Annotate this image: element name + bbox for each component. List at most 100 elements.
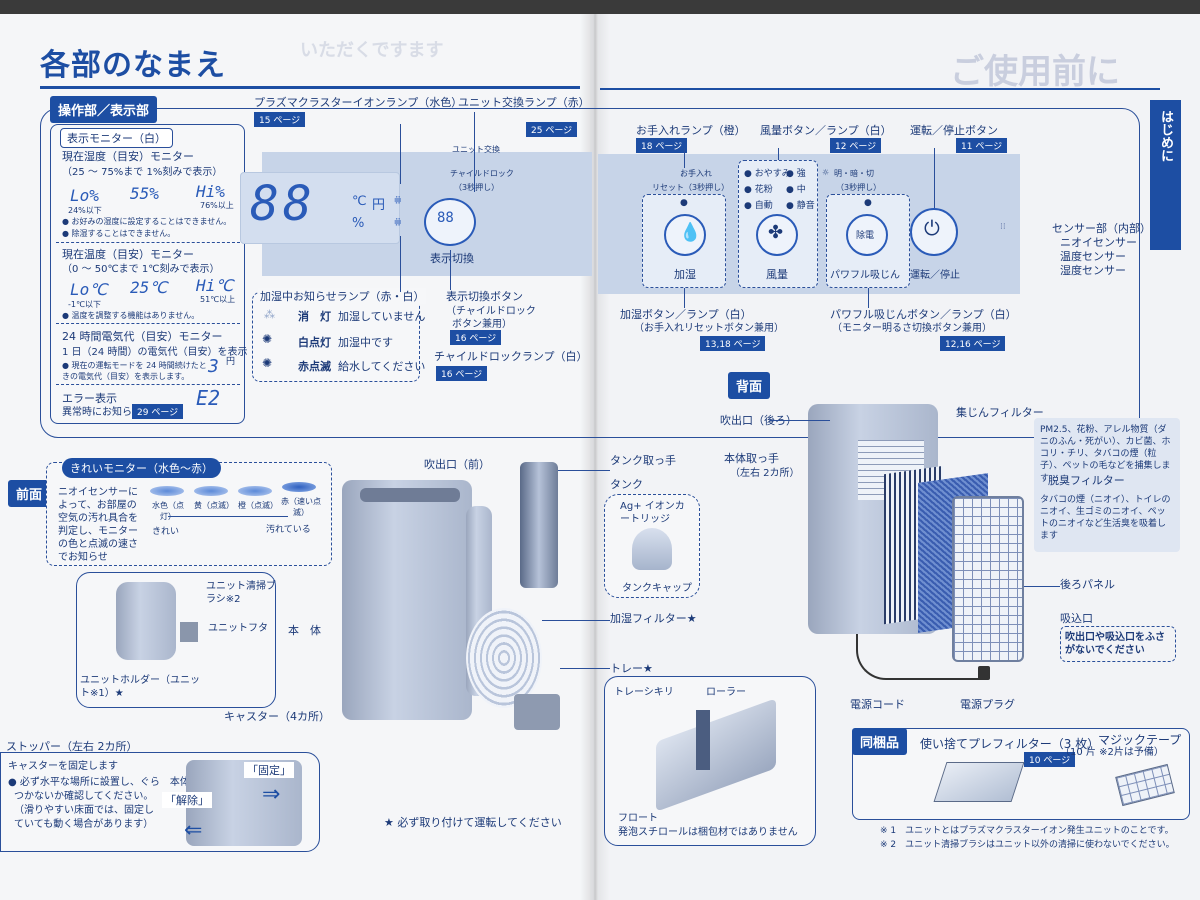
temp-hi-note: 51℃以上 [200,295,236,304]
power-button-text: 運転／停止 [910,270,960,281]
humid-desc-red: 給水してください [338,360,426,373]
power-button-label: 運転／停止ボタン [910,124,998,137]
fixed-arrow-icon: ⇒ [262,782,281,807]
fan-icon: ✤ [768,222,784,243]
dust-filter-desc: PM2.5、花粉、アレル物質（ダニのふん・死がい）、カビ菌、ホコリ・チリ、タバコ… [1034,418,1180,494]
child-lock-lamp-label: チャイルドロックランプ（白） [434,350,588,363]
leader-line [560,668,610,669]
error-code: E2 [196,386,221,410]
sensor-item-humid: 湿度センサー [1060,264,1126,277]
ag-cartridge-image [632,528,672,570]
level-blue-icon [150,486,184,496]
leader-line [778,148,779,160]
power-button[interactable] [910,208,958,256]
power-note: ● 現在の運転モードを 24 時間続けたときの電気代（目安）を表示します。 [62,361,207,381]
leader-line [558,470,610,471]
back-panel-image [952,496,1024,662]
dust-filter-label: 集じんフィルター [956,406,1044,419]
humid-button-label: 加湿 [674,268,696,281]
stopper-desc-4: （滑りやすい床面では、固定し [14,805,154,816]
leader-line [450,250,451,290]
sensor-title: センサー部（内部） [1052,222,1151,235]
tray-divider: トレーシキリ [614,687,674,698]
error-page: 29 ページ [132,404,184,419]
page-title: 各部のなまえ [40,48,226,83]
power-plug-label: 電源プラグ [960,698,1015,711]
sensor-item-temp: 温度センサー [1060,250,1126,263]
display-monitor-label: 表示モニター（白） [60,128,173,148]
temp-range: （0 ～ 50℃まで 1℃刻みで表示） [62,264,220,275]
clean-icon: 除電 [856,231,875,241]
leader-line [474,112,475,192]
divider [56,323,240,324]
humidity-hi: Hi% [196,182,225,201]
care-small: お手入れ [680,169,712,178]
brightness-icon: ☼ [822,168,830,177]
temp-lo: Lo℃ [70,280,108,299]
bright-label: 明・暗・切 [834,169,874,178]
plasma-page: 15 ページ [254,112,306,127]
fan-button[interactable] [756,214,798,256]
dirty-label: 汚れている [266,525,311,535]
plasma-lamp-label: プラズマクラスターイオンランプ（水色） [254,96,463,109]
unit-holder: ユニットホルダー（ユニット※1）★ [80,675,200,699]
footnote-2: ※ 2 ユニット清掃ブラシはユニット以外の清掃に使わないでください。 [880,840,1175,850]
unit-lamp-label: ユニット交換ランプ（赤） [458,96,590,109]
care-page: 18 ページ [636,138,688,153]
stopper-desc-1: キャスターを固定します [8,761,118,772]
humid-button-sub: （お手入れリセットボタン兼用） [634,323,784,334]
leader-line [400,124,401,184]
humidity-mid: 55% [130,184,159,203]
humid-notice-box [252,292,420,382]
display-switch-button[interactable] [424,198,476,246]
fan-option-sleep: ● おやすみ [744,169,791,179]
roller: ローラー [706,687,746,698]
level-yellow-icon [194,486,228,496]
display-switch-sub-1: （チャイルドロック [446,306,536,317]
prefilter-label: 使い捨てプレフィルター（3 枚） [920,737,1100,751]
leader-line [542,620,610,621]
power-cord-label: 電源コード [850,698,905,711]
fan-option-quiet: ● 静音 [786,201,815,211]
humid-desc-white: 加湿中です [338,336,393,349]
humidity-note-2: ● 除湿することはできません。 [62,229,176,238]
sensor-item-odor: ニオイセンサー [1060,236,1137,249]
display-switch-page: 16 ページ [450,330,502,345]
humid-button-desc: 加湿ボタン／ランプ（白） [620,308,752,321]
outlet-back: 吹出口（後ろ） [720,414,797,427]
humidity-title: 現在湿度（目安）モニター [62,150,194,163]
bright-sub: （3秒押し） [836,183,882,192]
humid-filter-label: 加湿フィルター★ [610,612,697,625]
humid-state-off: 消 灯 [298,310,331,323]
clean-monitor-box [46,462,332,566]
humidity-lo-note: 24%以下 [68,206,102,215]
humidity-note-1: ● お好みの湿度に設定することはできません。 [62,217,232,226]
power-desc: 1 日（24 時間）の電気代（目安）を表示 [62,347,248,358]
tray-divider-image [696,710,710,770]
humid-desc-off: 加湿していません [338,310,426,323]
leader-line [868,288,869,308]
humid-red-icon: ✺ [262,356,273,370]
control-frame [40,108,1140,438]
level-yellow: 黄（点滅） [194,501,234,510]
temp-note: ● 温度を調整する機能はありません。 [62,311,200,320]
humid-filter-image [466,608,542,708]
display-switch-button-label: 表示切換ボタン [446,290,523,303]
humid-button[interactable] [664,214,706,256]
error-desc: 異常時にお知らせ [62,407,142,418]
powerful-lamp-dot: ● [864,198,872,208]
powerful-button[interactable] [846,214,888,256]
title-underline [40,86,580,89]
lcd-display [240,172,400,244]
unit-lid-image [180,622,198,642]
display-switch-sub-2: ボタン兼用） [452,319,512,330]
leader-line [684,148,685,168]
included-tag: 同梱品 [852,728,908,755]
level-orange: 橙（点滅） [238,501,278,510]
fan-option-auto: ● 自動 [744,201,773,211]
child-lock-label: チャイルドロック [450,169,514,178]
title-underline-right [600,88,1160,90]
lcd-unit-yen: 円 [372,198,386,213]
leader-line [934,148,935,208]
outlet-grille [360,488,460,502]
